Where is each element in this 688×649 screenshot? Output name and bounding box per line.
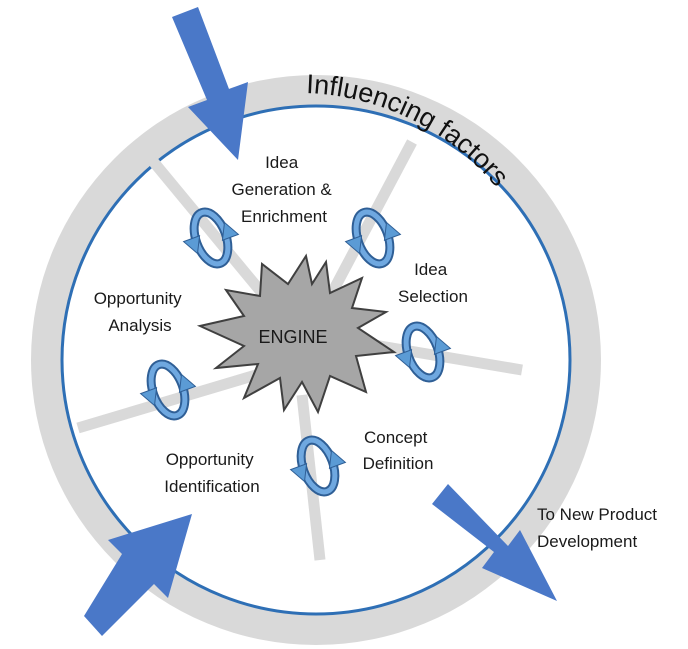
outbound-arrow-icon <box>432 484 557 601</box>
engine-label: ENGINE <box>258 327 327 347</box>
output-label: To New Product Development <box>537 505 662 551</box>
label-idea-generation: Idea Generation & Enrichment <box>232 153 337 226</box>
spoke-left <box>76 366 268 434</box>
label-concept-definition: Concept Definition <box>363 428 434 473</box>
inbound-arrow-icon <box>84 514 192 636</box>
label-opportunity-analysis: Opportunity Analysis <box>94 289 187 335</box>
engine-starburst-icon <box>196 253 397 415</box>
label-opportunity-identification: Opportunity Identification <box>164 450 259 496</box>
spoke-top-right <box>319 139 417 311</box>
label-idea-selection: Idea Selection <box>398 260 468 306</box>
inbound-arrow-icon <box>172 7 248 160</box>
